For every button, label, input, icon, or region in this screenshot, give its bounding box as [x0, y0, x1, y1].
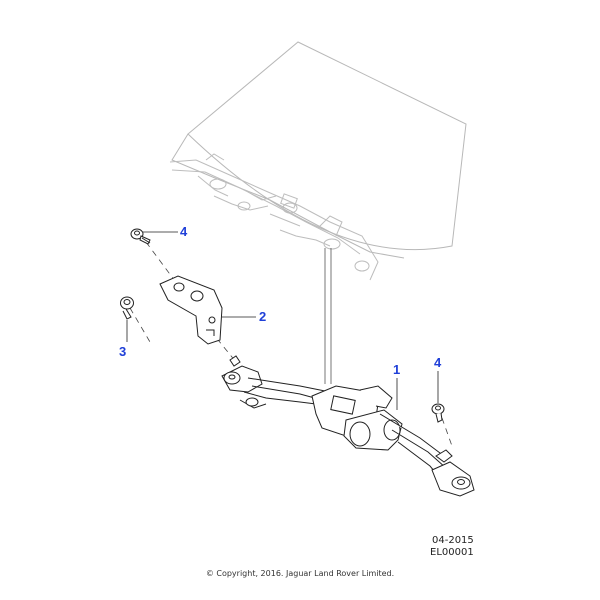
callout-1: 1	[393, 362, 401, 377]
windshield-ghost	[171, 41, 467, 259]
date-code: 04-2015	[432, 535, 474, 546]
callout-4-right: 4	[434, 355, 442, 370]
bolt-right	[431, 403, 445, 423]
bolt-top-left	[130, 228, 151, 245]
alignment-lines	[324, 248, 332, 384]
wiper-motor-linkage-item-1	[221, 355, 475, 497]
illustration-id: EL00001	[430, 547, 474, 558]
callout-2: 2	[259, 309, 267, 324]
callout-3: 3	[119, 344, 127, 359]
copyright-notice: © Copyright, 2016. Jaguar Land Rover Lim…	[205, 569, 395, 578]
callout-4-top-left: 4	[180, 224, 188, 239]
dashed-assembly-lines	[129, 241, 453, 447]
installed-wiper-assembly-ghost	[169, 153, 379, 281]
bolt-item-3	[120, 296, 134, 320]
leader-lines	[126, 231, 439, 410]
bracket-item-2	[159, 275, 223, 345]
